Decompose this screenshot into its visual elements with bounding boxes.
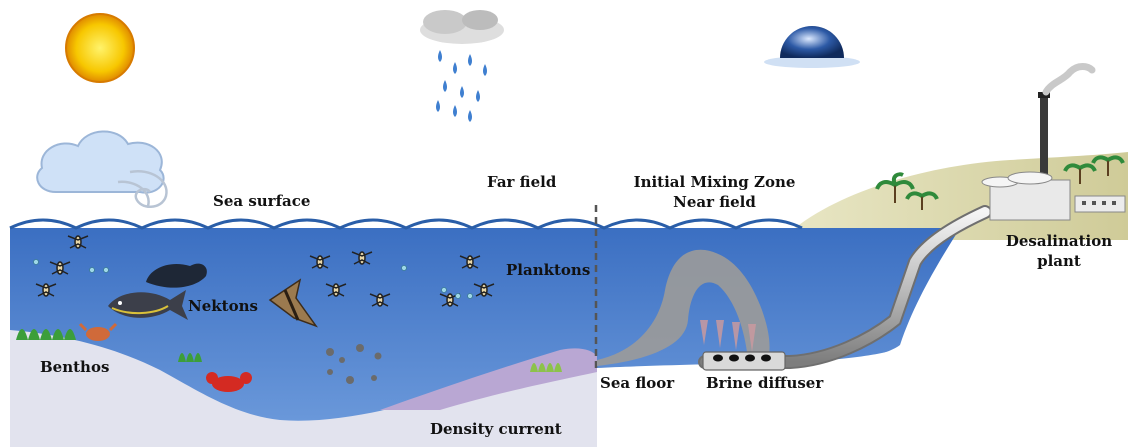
plankton-organism	[325, 283, 347, 297]
plankton-organism	[35, 283, 57, 297]
brine-plume	[597, 249, 770, 366]
crab-icon	[78, 322, 118, 341]
plankton-organism	[67, 235, 89, 249]
lobster-icon	[206, 372, 252, 392]
label-near-field: Near field	[673, 193, 756, 211]
rain-cloud-icon	[420, 10, 504, 122]
plankton-organism	[351, 251, 373, 265]
seal	[146, 263, 207, 288]
label-density-current: Density current	[430, 420, 562, 438]
label-benthos: Benthos	[40, 358, 110, 376]
label-nektons: Nektons	[188, 297, 258, 315]
fish-icon	[108, 263, 319, 328]
brine-pipeline[interactable]	[698, 205, 992, 371]
palm-tree-icon	[875, 155, 1125, 210]
plankton-dot	[33, 259, 39, 265]
label-brine-diffuser: Brine diffuser	[706, 374, 824, 392]
plankton-organism	[473, 283, 495, 297]
plankton-dot	[103, 267, 109, 273]
brine-diffuser-head	[702, 351, 786, 371]
plankton-organism	[439, 293, 461, 307]
plankton-dot	[89, 267, 95, 273]
label-far-field: Far field	[487, 173, 557, 191]
plankton-dot	[441, 287, 447, 293]
sediment-particles	[326, 344, 382, 384]
plankton-organism	[369, 293, 391, 307]
plankton-organism	[49, 261, 71, 275]
plankton-dot	[455, 293, 461, 299]
factory-icon	[981, 63, 1126, 221]
plankton-dot	[467, 293, 473, 299]
label-sea-surface: Sea surface	[213, 192, 311, 210]
label-initial-mixing-zone: Initial Mixing Zone	[633, 173, 796, 191]
diffuser-ports	[713, 354, 771, 362]
label-desalination-plant-line1: Desalination	[1005, 232, 1113, 250]
seaweed-icon	[16, 329, 562, 372]
plankton-icon	[33, 235, 495, 307]
label-sea-floor: Sea floor	[600, 374, 675, 392]
sun-icon	[65, 13, 135, 83]
plankton-organism	[309, 255, 331, 269]
label-plankton: Planktons	[506, 261, 591, 279]
label-desalination-plant-line2: plant	[1037, 252, 1081, 270]
sea-surface-waves	[9, 218, 803, 230]
plankton-organism	[459, 255, 481, 269]
water-globe-icon	[764, 26, 860, 68]
wind-cloud-icon	[36, 130, 168, 208]
angelfish	[268, 278, 319, 328]
tuna-fish	[108, 290, 188, 320]
plankton-dot	[401, 265, 407, 271]
